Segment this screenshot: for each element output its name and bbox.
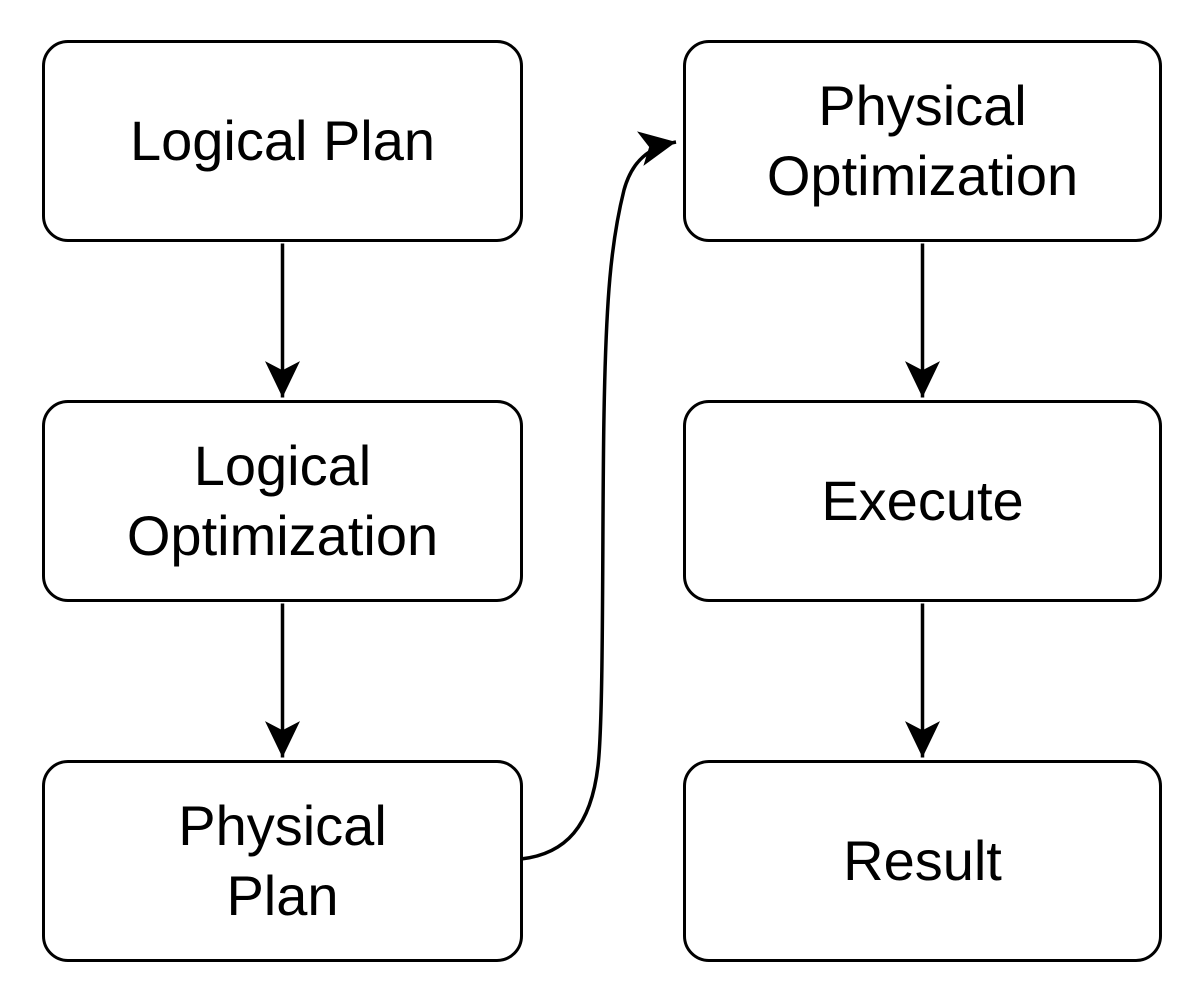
node-logical-plan: Logical Plan (42, 40, 523, 242)
node-result: Result (683, 760, 1162, 962)
node-physical-optimization: Physical Optimization (683, 40, 1162, 242)
node-physical-plan-label: Physical Plan (178, 794, 387, 927)
node-logical-optimization: Logical Optimization (42, 400, 523, 602)
node-execute: Execute (683, 400, 1162, 602)
edge-physical-plan-to-physical-optimization (520, 131, 677, 861)
node-result-label: Result (843, 829, 1002, 892)
node-execute-label: Execute (821, 469, 1024, 532)
node-physical-plan: Physical Plan (42, 760, 523, 962)
node-logical-optimization-label: Logical Optimization (126, 434, 439, 567)
node-physical-optimization-label: Physical Optimization (766, 74, 1079, 207)
node-logical-plan-label: Logical Plan (129, 109, 436, 172)
